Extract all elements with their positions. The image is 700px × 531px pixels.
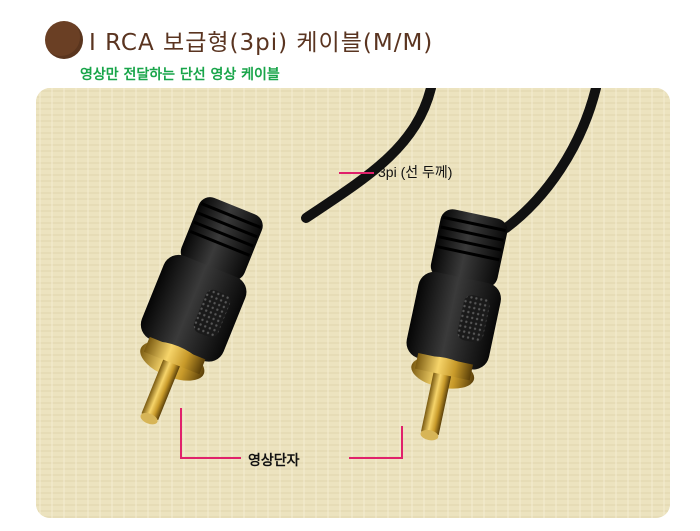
bullet-icon — [45, 21, 83, 59]
product-photo-illustration — [36, 88, 670, 518]
page-subtitle: 영상만 전달하는 단선 영상 케이블 — [80, 67, 280, 83]
page-title: I RCA 보급형(3pi) 케이블(M/M) — [89, 30, 434, 56]
callout-line-left — [180, 408, 241, 459]
product-photo — [36, 88, 670, 518]
terminal-label: 영상단자 — [248, 453, 300, 469]
title-row: I RCA 보급형(3pi) 케이블(M/M) — [45, 21, 434, 59]
callout-line-right — [349, 426, 403, 459]
cable-thickness-label: 3pi (선 두께) — [378, 164, 453, 180]
